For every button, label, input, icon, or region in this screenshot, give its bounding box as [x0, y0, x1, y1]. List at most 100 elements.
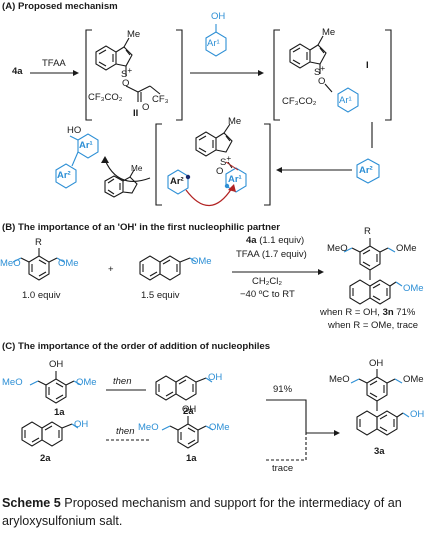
bracket-left-cycle — [155, 123, 162, 206]
reagent-tfaa: TFAA — [42, 58, 66, 69]
ome-product-B: OMe — [396, 243, 417, 254]
ar2-nucleophile: Ar² — [359, 165, 373, 176]
blue-substituents-naphth — [71, 257, 410, 429]
oh-3a: OH — [369, 358, 384, 369]
meo-B-left: MeO — [0, 258, 21, 269]
plus-sign: + — [108, 264, 114, 275]
bracket-left-I — [273, 29, 280, 121]
cmpd-3a: 3a — [374, 446, 385, 457]
phenol-ar1-top — [205, 24, 227, 57]
ome-1a-bottom: OMe — [209, 422, 230, 433]
sulfonium-II: S+ — [121, 66, 133, 81]
oxygen-cycle: O — [216, 166, 224, 177]
ome-1a-top: OMe — [76, 377, 97, 388]
meo-product-B: MeO — [327, 243, 348, 254]
caption-text: Proposed mechanism and support for the i… — [2, 496, 402, 528]
cmpd-2a-bottom: 2a — [40, 453, 51, 464]
counterion-I: CF₃CO₂ — [282, 96, 317, 107]
oh-1a-top: OH — [49, 359, 64, 370]
ome-naphthalene: OMe — [191, 256, 212, 267]
blue-substituents-B — [12, 247, 403, 287]
equiv-2: 1.5 equiv — [141, 290, 180, 301]
product-ar1: Ar¹ — [79, 140, 93, 151]
catechol-1a-bottom — [169, 416, 207, 449]
carbonyl-o-II: O — [142, 102, 150, 113]
ar2-ring-cycle — [167, 169, 189, 195]
meo-1a-bottom: MeO — [138, 422, 159, 433]
condition-tfaa: TFAA (1.7 equiv) — [236, 249, 307, 260]
catechol-1a-top — [37, 371, 75, 404]
oh-1a-bottom: OH — [182, 404, 197, 415]
meo-3a: MeO — [329, 374, 350, 385]
phenol-ar1: Ar¹ — [207, 38, 220, 49]
naphthol-2a-bottom — [21, 421, 73, 447]
r-group-product: R — [364, 226, 371, 237]
aryloxy-ar1: Ar¹ — [339, 95, 352, 106]
cmpd-2a-top: 2a — [183, 406, 194, 417]
yield-trace: trace — [272, 463, 294, 474]
oh-2a-top: OH — [208, 372, 223, 383]
section-b-title: (B) The importance of an 'OH' in the fir… — [2, 222, 281, 233]
r-group-B: R — [35, 237, 42, 248]
equiv-1: 1.0 equiv — [22, 290, 61, 301]
blue-substituents-C — [29, 378, 403, 431]
dot-ar2 — [185, 174, 191, 180]
benzothiophene-II — [95, 37, 161, 102]
oh-2a-bottom: OH — [74, 419, 89, 430]
ome-3a: OMe — [403, 374, 424, 385]
naphthol-2a-top — [155, 375, 207, 401]
cmpd-1a-bottom: 1a — [186, 453, 197, 464]
intermediate-II-label: II — [133, 108, 139, 119]
product-3a-structure — [356, 369, 404, 436]
methyl-I: Me — [322, 27, 336, 38]
cf3-II: CF₃ — [152, 94, 169, 105]
section-a-title: (A) Proposed mechanism — [2, 1, 118, 12]
bracket-right-II — [176, 29, 183, 121]
ar2-cycle: Ar² — [170, 176, 184, 187]
oxygen-I: O — [318, 76, 326, 87]
benzothiophene-cycle — [195, 123, 233, 169]
ome-naphthyl-product-B: OMe — [403, 283, 424, 294]
benzothiophene-free — [104, 169, 138, 198]
sulfonium-I: S+ — [314, 64, 326, 79]
yield-91: 91% — [273, 384, 293, 395]
curved-arrow-release — [104, 159, 151, 182]
methyl-II: Me — [127, 29, 141, 40]
product-ho: HO — [67, 125, 82, 136]
ar1-cycle: Ar¹ — [228, 174, 242, 185]
red-break — [225, 161, 239, 171]
bracket-left-II — [85, 29, 92, 121]
cmpd-1a-top: 1a — [54, 407, 65, 418]
then-top: then — [113, 376, 132, 387]
product-B-structure — [349, 238, 397, 305]
methyl-free: Me — [131, 164, 143, 173]
intermediate-I-label: I — [366, 60, 369, 71]
condition-solvent: CH₂Cl₂ — [252, 276, 283, 287]
ome-B-right: OMe — [58, 258, 79, 269]
benzothiophene-I — [289, 35, 333, 93]
phenol-oh: OH — [211, 11, 226, 22]
result-oh: when R = OH, 3n 71% — [320, 307, 416, 318]
caption-label: Scheme 5 — [2, 496, 61, 510]
dot-ar1 — [224, 183, 230, 189]
then-bottom: then — [116, 426, 135, 437]
compound-4a: 4a — [12, 66, 23, 77]
arrow-path-trace — [266, 433, 307, 461]
condition-temperature: −40 ºC to RT — [240, 289, 295, 300]
bracket-right-I — [385, 29, 392, 121]
result-ome: when R = OMe, trace — [328, 320, 419, 331]
sulfonium-cycle: S+ — [220, 154, 232, 169]
product-ar1-ar2 — [55, 133, 99, 189]
ar2-hexagon — [356, 158, 380, 184]
red-arrowhead — [228, 184, 236, 192]
naphthalene-ring-B — [139, 255, 191, 281]
oxygen-II: O — [122, 78, 130, 89]
aryloxy-ring-I — [337, 87, 359, 113]
oh-naphthyl-3a: OH — [410, 409, 425, 420]
section-c-title: (C) The importance of the order of addit… — [2, 341, 271, 352]
meo-1a-top: MeO — [2, 377, 23, 388]
condition-4a: 4a (1.1 equiv) — [246, 235, 305, 246]
bracket-right-cycle — [264, 123, 271, 206]
counterion-II: CF₃CO₂ — [88, 92, 123, 103]
